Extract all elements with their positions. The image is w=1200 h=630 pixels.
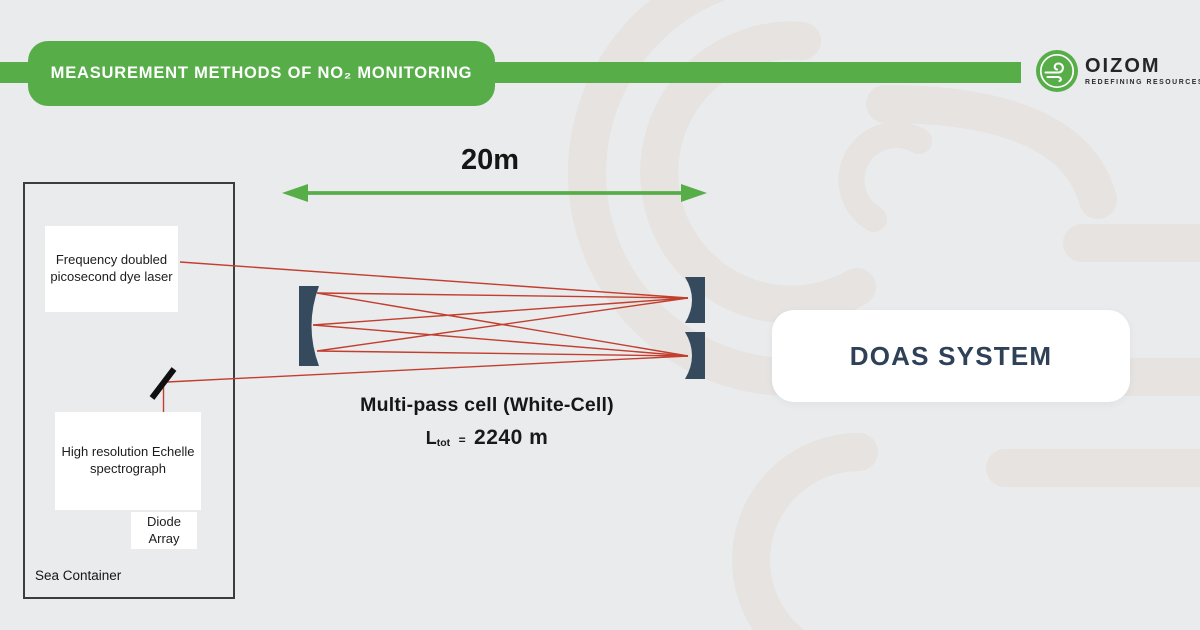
diode-array-box: Diode Array xyxy=(131,512,197,549)
cell-caption: Multi-pass cell (White-Cell) Ltot = 2240… xyxy=(330,394,644,450)
cell-title: Multi-pass cell (White-Cell) xyxy=(360,394,614,416)
sea-container-label: Sea Container xyxy=(35,568,122,583)
distance-label: 20m xyxy=(460,144,520,176)
concave-mirror-right-top xyxy=(685,277,705,323)
distance-arrow xyxy=(282,184,707,202)
length-symbol: L xyxy=(425,428,437,448)
oizom-logo: OIZOM ' REDEFINING RESOURCES xyxy=(1036,50,1200,92)
page-title: MEASUREMENT METHODS OF NO₂ MONITORING xyxy=(28,41,495,106)
laser-box: Frequency doubled picosecond dye laser xyxy=(45,226,178,312)
diode-array-label: Diode Array xyxy=(147,513,181,546)
doas-system-label: DOAS SYSTEM xyxy=(849,340,1053,371)
doas-system-card: DOAS SYSTEM xyxy=(772,310,1130,402)
logo-brand: OIZOM xyxy=(1085,55,1161,77)
logo-tagline: REDEFINING RESOURCES xyxy=(1085,79,1200,86)
laser-beams xyxy=(162,261,689,412)
cell-length: Ltot = 2240 m xyxy=(330,426,644,450)
laser-label: Frequency doubled picosecond dye laser xyxy=(50,252,173,284)
fold-mirror-icon xyxy=(149,367,177,400)
concave-mirror-left xyxy=(299,286,319,366)
length-subscript: tot xyxy=(436,437,451,449)
length-value: 2240 m xyxy=(474,426,549,449)
page-title-text: MEASUREMENT METHODS OF NO₂ MONITORING xyxy=(50,64,473,82)
concave-mirror-right-bottom xyxy=(685,332,705,379)
wind-icon xyxy=(1036,50,1078,92)
logo-text: OIZOM ' REDEFINING RESOURCES xyxy=(1085,50,1200,86)
spectrograph-box: High resolution Echelle spectrograph xyxy=(55,412,201,510)
equals-sign: = xyxy=(458,433,466,447)
spectrograph-label: High resolution Echelle spectrograph xyxy=(61,444,195,476)
sea-container-box: Sea Container xyxy=(23,182,235,599)
